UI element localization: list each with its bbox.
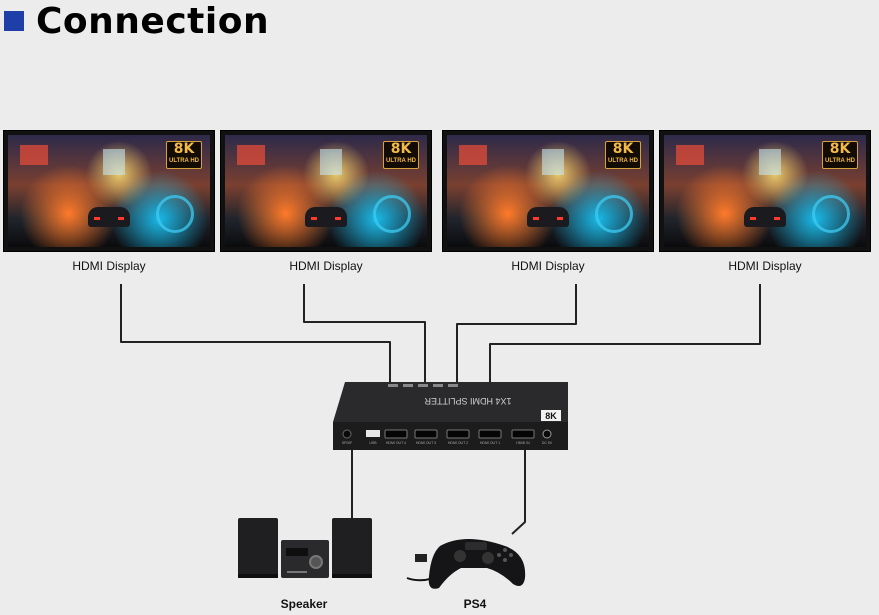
- port-label: HDMI OUT 4: [386, 441, 406, 445]
- hdmi-out-1-port: [478, 429, 502, 439]
- 8k-badge-icon: 8K ULTRA HD: [166, 141, 202, 169]
- display-screen: 8K ULTRA HD: [8, 135, 210, 247]
- port-label: HDMI OUT 2: [448, 441, 468, 445]
- stereo-unit-icon: [281, 540, 329, 578]
- spdif-port-icon: [342, 429, 352, 439]
- speaker-right-icon: [332, 518, 372, 578]
- cable-display-2: [303, 284, 426, 432]
- game-controller-icon: [406, 539, 526, 589]
- port-label: DC 5V: [542, 441, 553, 445]
- 8k-badge-icon: 8K ULTRA HD: [383, 141, 419, 169]
- hdmi-display-2: 8K ULTRA HD: [220, 130, 432, 252]
- hdmi-display-1: 8K ULTRA HD: [3, 130, 215, 252]
- hdmi-display-4: 8K ULTRA HD: [659, 130, 871, 252]
- hdmi-splitter: 1X4 HDMI SPLITTER 8K SPDIF USB HDMI OUT …: [333, 382, 568, 450]
- display-screen: 8K ULTRA HD: [664, 135, 866, 247]
- hdmi-out-2-port: [446, 429, 470, 439]
- speaker-label: Speaker: [280, 597, 328, 611]
- dc-power-port-icon: [542, 429, 552, 439]
- port-label: HDMI OUT 1: [480, 441, 500, 445]
- display-label-2: HDMI Display: [289, 259, 363, 273]
- section-header: Connection: [4, 0, 269, 42]
- port-label: HDMI IN: [516, 441, 530, 445]
- cable-ps4: [511, 442, 526, 535]
- port-label: USB: [369, 441, 377, 445]
- hdmi-out-3-port: [414, 429, 438, 439]
- hdmi-in-port: [511, 429, 535, 439]
- hdmi-display-3: 8K ULTRA HD: [442, 130, 654, 252]
- splitter-name: 1X4 HDMI SPLITTER: [424, 396, 512, 406]
- display-label-4: HDMI Display: [728, 259, 802, 273]
- page-title: Connection: [36, 0, 270, 42]
- 8k-badge-icon: 8K ULTRA HD: [822, 141, 858, 169]
- display-label-1: HDMI Display: [72, 259, 146, 273]
- hdmi-out-4-port: [384, 429, 408, 439]
- ps4-label: PS4: [463, 597, 487, 611]
- section-marker-icon: [4, 11, 24, 31]
- port-label: HDMI OUT 3: [416, 441, 436, 445]
- display-label-3: HDMI Display: [511, 259, 585, 273]
- splitter-badge: 8K: [545, 411, 557, 421]
- 8k-badge-icon: 8K ULTRA HD: [605, 141, 641, 169]
- port-label: SPDIF: [342, 441, 352, 445]
- speaker-left-icon: [238, 518, 278, 578]
- display-screen: 8K ULTRA HD: [225, 135, 427, 247]
- cable-display-3: [456, 284, 577, 432]
- usb-port-icon: [366, 430, 380, 437]
- display-screen: 8K ULTRA HD: [447, 135, 649, 247]
